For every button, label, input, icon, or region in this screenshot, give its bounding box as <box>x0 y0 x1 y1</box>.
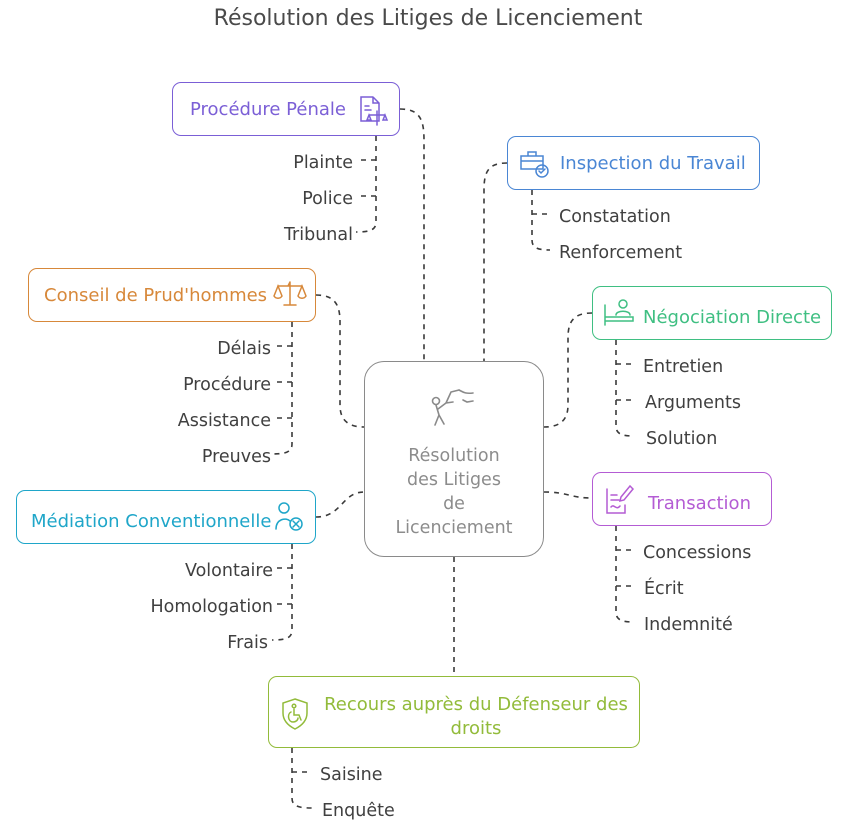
leaf-enquete: Enquête <box>322 801 395 821</box>
shield-accessibility-icon <box>282 698 308 730</box>
signed-document-icon <box>606 484 635 514</box>
leaf-assistance: Assistance <box>177 411 271 431</box>
leaf-volontaire: Volontaire <box>184 561 273 581</box>
leaf-solution: Solution <box>646 429 718 449</box>
leaf-indemnite: Indemnité <box>644 615 733 635</box>
branch-procedure-penale: Procédure Pénale <box>172 82 400 136</box>
leaf-arguments: Arguments <box>645 393 741 413</box>
leaf-frais: Frais <box>227 633 268 653</box>
leaf-delais: Délais <box>217 339 271 359</box>
leaf-ecrit: Écrit <box>644 579 684 599</box>
connector-penale <box>399 108 425 361</box>
scales-icon <box>273 281 307 306</box>
briefcase-check-icon <box>520 151 549 178</box>
leaf-concessions: Concessions <box>643 543 752 563</box>
branch-label: Transaction <box>648 493 751 514</box>
branch-mediation-conventionnelle: Médiation Conventionnelle <box>16 490 316 544</box>
leaf-preuves: Preuves <box>201 447 271 467</box>
connector-inspection <box>483 162 508 361</box>
center-node: Résolution des Litiges de Licenciement <box>364 361 544 557</box>
diagram-title: Résolution des Litiges de Licenciement <box>213 6 643 31</box>
leaf-procedure: Procédure <box>183 375 271 395</box>
branch-label: Inspection du Travail <box>560 153 746 174</box>
connector-transaction <box>543 491 593 499</box>
leaf-tribunal: Tribunal <box>283 225 353 245</box>
connector-prudhommes <box>315 294 365 428</box>
connector-mediation <box>315 491 365 518</box>
person-desk-icon <box>604 299 634 326</box>
person-running-icon <box>431 389 474 426</box>
branch-label: Procédure Pénale <box>190 99 346 120</box>
branch-defenseur-droits: Recours auprès du Défenseur des droits <box>268 676 640 748</box>
leaf-renforcement: Renforcement <box>559 243 683 263</box>
leaf-entretien: Entretien <box>643 357 724 377</box>
branch-label: Recours auprès du Défenseur des droits <box>324 694 628 739</box>
leaf-constatation: Constatation <box>559 207 671 227</box>
branch-negociation-directe: Négociation Directe <box>592 286 832 340</box>
branch-label: Négociation Directe <box>643 307 822 328</box>
branch-label: Médiation Conventionnelle <box>31 511 272 532</box>
branch-inspection-travail: Inspection du Travail <box>507 136 760 190</box>
branch-conseil-prudhommes: Conseil de Prud'hommes <box>28 268 316 322</box>
leaf-saisine: Saisine <box>320 765 383 785</box>
connector-negociation <box>543 312 593 428</box>
leaf-police: Police <box>302 189 353 209</box>
leaf-plainte: Plainte <box>293 153 353 173</box>
leaf-homologation: Homologation <box>150 597 273 617</box>
person-network-icon <box>275 502 303 531</box>
branch-transaction: Transaction <box>592 472 772 526</box>
legal-document-scales-icon <box>360 96 389 126</box>
branch-label: Conseil de Prud'hommes <box>44 285 268 306</box>
center-label: Résolution des Litiges de Licenciement <box>395 446 513 538</box>
